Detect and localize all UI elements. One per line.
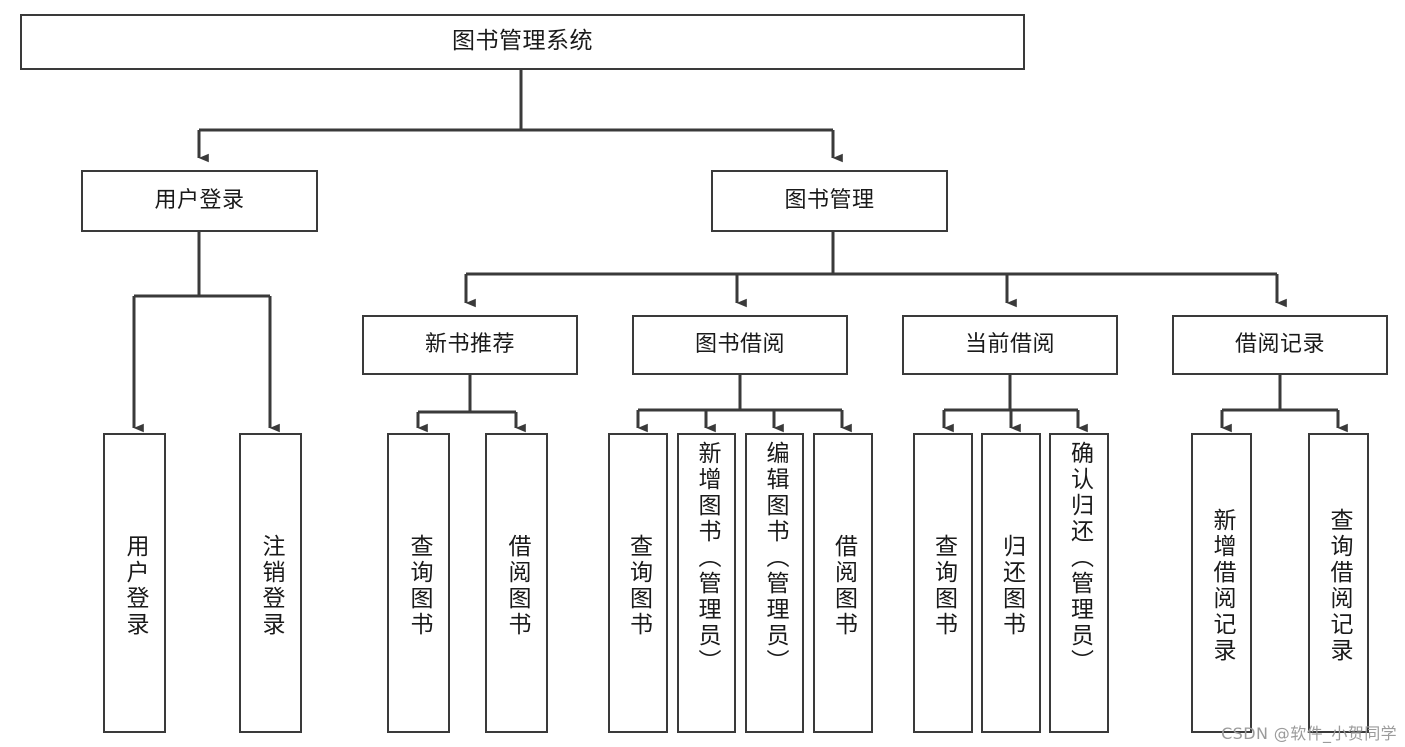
node-label: 借阅记录 — [1234, 332, 1325, 358]
node-label: 用户登录 — [154, 188, 245, 214]
leaf-edit-book-admin[interactable]: 编辑图书（管理员） — [745, 433, 804, 733]
leaf-return-book[interactable]: 归还图书 — [981, 433, 1041, 733]
node-label: 用户登录 — [122, 534, 148, 638]
leaf-query-book-current[interactable]: 查询图书 — [913, 433, 973, 733]
leaf-confirm-return-admin[interactable]: 确认归还（管理员） — [1049, 433, 1109, 733]
node-borrow-record[interactable]: 借阅记录 — [1172, 315, 1388, 375]
leaf-add-book-admin[interactable]: 新增图书（管理员） — [677, 433, 736, 733]
leaf-query-book-recommend[interactable]: 查询图书 — [387, 433, 450, 733]
node-label: 查询图书 — [406, 534, 432, 638]
leaf-query-borrow-record[interactable]: 查询借阅记录 — [1308, 433, 1369, 733]
node-label: 确认归还（管理员） — [1066, 441, 1093, 675]
leaf-query-book-borrow[interactable]: 查询图书 — [608, 433, 668, 733]
leaf-borrow-book-recommend[interactable]: 借阅图书 — [485, 433, 548, 733]
leaf-logout[interactable]: 注销登录 — [239, 433, 302, 733]
node-label: 当前借阅 — [964, 332, 1055, 358]
node-label: 借阅图书 — [504, 534, 530, 638]
leaf-add-borrow-record[interactable]: 新增借阅记录 — [1191, 433, 1252, 733]
node-label: 归还图书 — [998, 534, 1025, 638]
node-label: 新增借阅记录 — [1209, 508, 1235, 664]
node-label: 借阅图书 — [830, 534, 857, 638]
leaf-user-login[interactable]: 用户登录 — [103, 433, 166, 733]
node-label: 图书管理 — [784, 188, 875, 214]
node-current-borrow[interactable]: 当前借阅 — [902, 315, 1118, 375]
node-label: 查询图书 — [625, 534, 652, 638]
node-label: 新书推荐 — [424, 332, 515, 358]
node-label: 查询图书 — [930, 534, 957, 638]
node-label: 新增图书（管理员） — [694, 441, 720, 675]
node-root-system[interactable]: 图书管理系统 — [20, 14, 1025, 70]
node-new-book-recommend[interactable]: 新书推荐 — [362, 315, 578, 375]
node-user-login[interactable]: 用户登录 — [81, 170, 318, 232]
watermark: CSDN @软件_小贺同学 — [1221, 724, 1397, 743]
node-book-management[interactable]: 图书管理 — [711, 170, 948, 232]
node-label: 注销登录 — [258, 534, 284, 638]
node-label: 编辑图书（管理员） — [762, 441, 788, 675]
leaf-borrow-book[interactable]: 借阅图书 — [813, 433, 873, 733]
node-book-borrow[interactable]: 图书借阅 — [632, 315, 848, 375]
node-label: 查询借阅记录 — [1326, 508, 1352, 664]
node-label: 图书借阅 — [694, 332, 785, 358]
node-label: 图书管理系统 — [452, 28, 593, 55]
